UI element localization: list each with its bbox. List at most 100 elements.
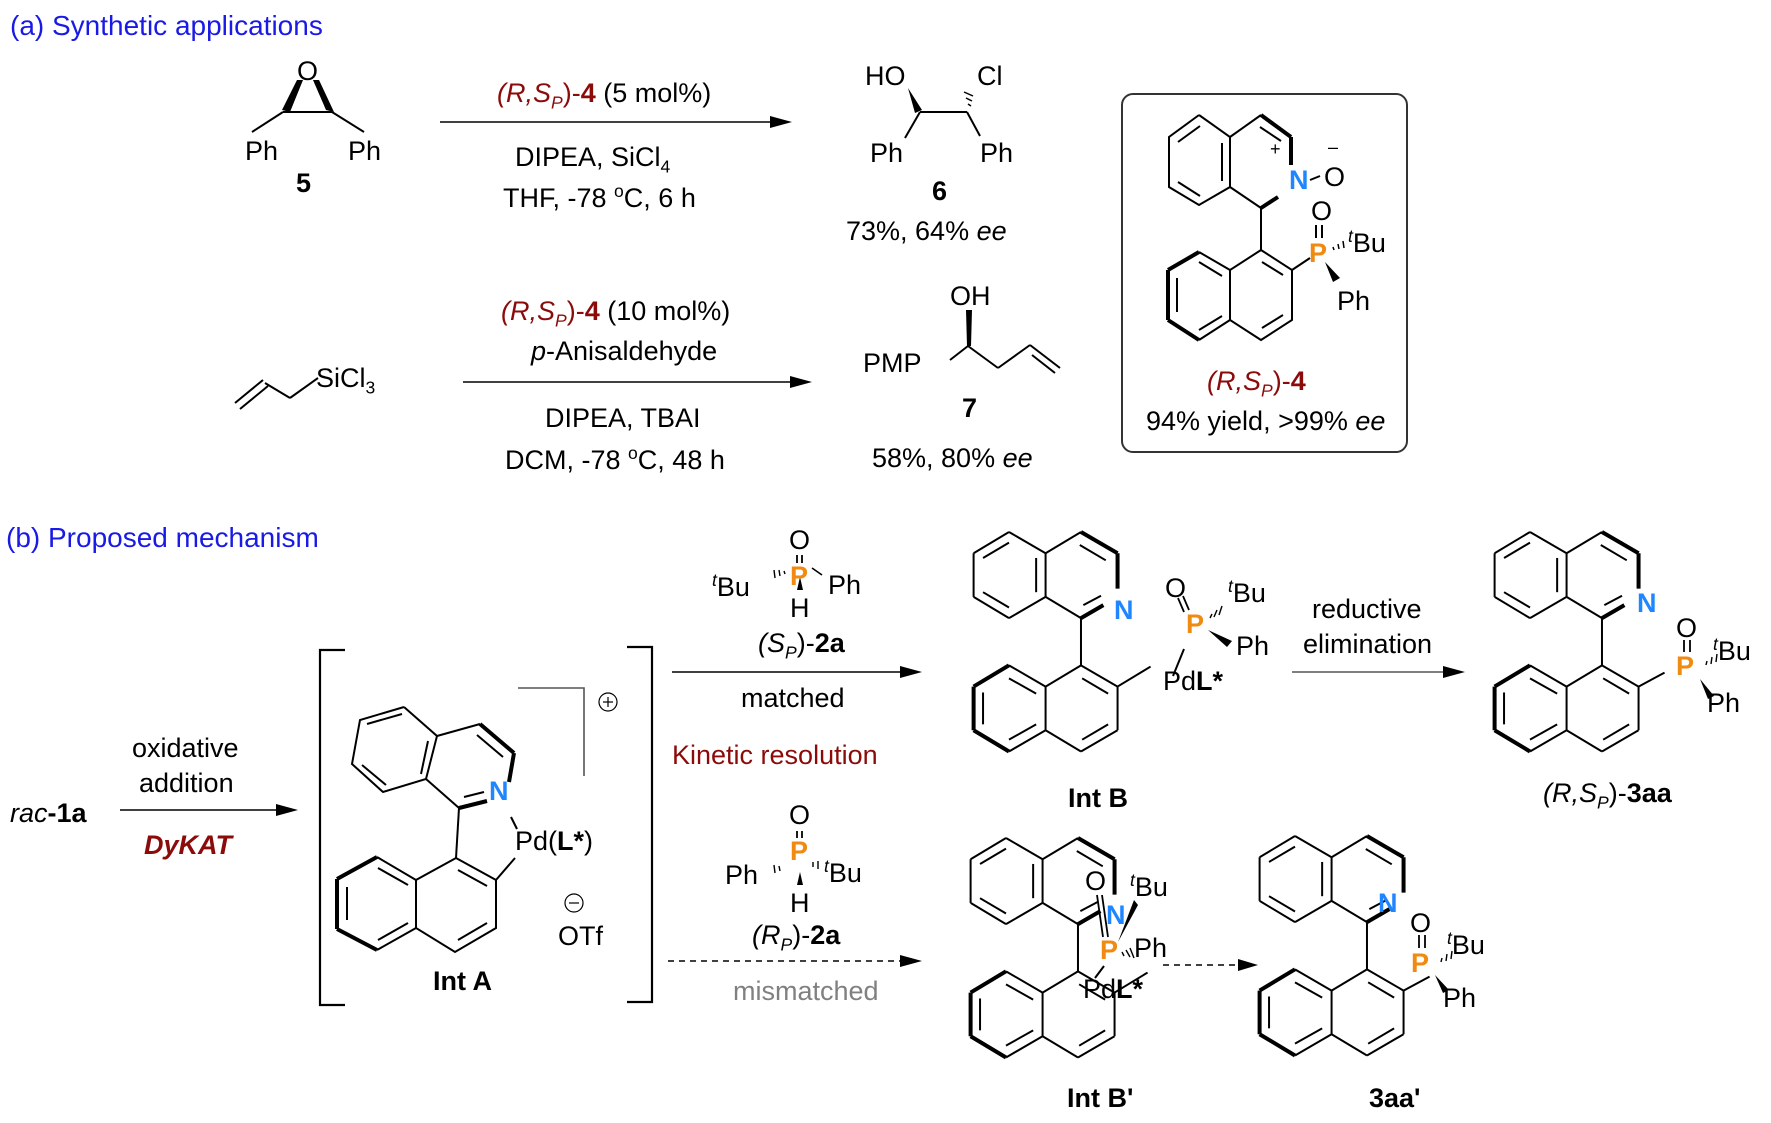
name-suffix: )- (1272, 366, 1291, 396)
3aa-prime-wedge-ph (1435, 975, 1449, 993)
int-b-prime-wedge-tbu (1118, 900, 1138, 942)
reaction1-catalyst: (R,SP)-4 (5 mol%) (497, 80, 711, 112)
product-7-bond (967, 345, 999, 369)
name-sub: P (785, 642, 797, 663)
int-b-bond (1081, 723, 1109, 741)
reagent-name: -Anisaldehyde (546, 336, 718, 366)
int-b-prime-nitrogen: N (1106, 900, 1126, 930)
3aa-prime-bond (1366, 968, 1405, 992)
int-b-prime-bond (1005, 1035, 1044, 1059)
product-7-yield: 58%, 80% ee (872, 445, 1033, 472)
int-b-bond (1045, 596, 1082, 619)
3aa-bond (1600, 530, 1640, 555)
int-b-prime-hash (1121, 951, 1125, 957)
catalyst-sub: P (551, 92, 563, 113)
int-a-label: Int A (433, 966, 492, 996)
product-6-bond (966, 111, 981, 137)
name-suffix: )- (792, 920, 811, 950)
int-b-prime-phosphorus: P (1100, 935, 1119, 965)
2a-matched-h: H (790, 593, 810, 623)
3aa-prime-bond (1258, 967, 1297, 993)
section-b-title: (b) Proposed mechanism (6, 522, 319, 553)
int-b-bond (1045, 664, 1082, 688)
tbu-text: Bu (828, 858, 862, 888)
int-b-bond (1082, 594, 1102, 607)
catalyst-num: 4 (580, 78, 596, 108)
int-b-p-pd-bond (1172, 648, 1185, 677)
allyl-bond (264, 382, 291, 399)
silane-sub: 3 (365, 377, 376, 398)
degree-sup: o (628, 443, 638, 463)
int-b-bond (972, 663, 1011, 689)
ee-text: ee (1002, 443, 1033, 473)
product-6-bond (904, 111, 921, 139)
3aa-prime-bond (1294, 1033, 1333, 1057)
int-b-prime-bond (969, 1034, 1008, 1060)
int-b-prime-bond (1005, 837, 1044, 861)
conditions-text-end: C, 48 h (637, 445, 725, 475)
3aa-prime-bond (1331, 1033, 1368, 1057)
compound-label-7: 7 (962, 393, 978, 423)
int-b-prime-bond (1042, 902, 1079, 925)
catalyst-loading: (5 mol%) (595, 78, 712, 108)
tbu-t: t (1348, 226, 1353, 246)
ligand-text: L* (1116, 974, 1144, 1004)
int-b-prime-bond (969, 969, 1008, 995)
tbu-t: t (1130, 870, 1135, 890)
int-b-prime-oxygen: O (1085, 866, 1107, 896)
3aa-hash (1715, 653, 1718, 663)
3aa-hash (1710, 656, 1713, 665)
catalyst-4-nitrogen: N (1289, 165, 1309, 195)
reaction2-conditions-line2: DCM, -78 oC, 48 h (505, 443, 725, 475)
3aa-bond (1503, 541, 1531, 559)
epoxide-wedge-left (282, 80, 303, 112)
int-b-hash (1213, 609, 1218, 618)
3aa-prime-bond (1366, 1033, 1405, 1057)
product-7-bond (1031, 354, 1056, 374)
product-7-wedge (966, 310, 972, 346)
3aa-prime-hash (1440, 957, 1443, 963)
int-b-prime-pd: PdL* (1083, 976, 1143, 1003)
int-b-prime-bond (979, 897, 1007, 915)
pd-text: Pd (1083, 974, 1117, 1004)
3aa-phosphorus: P (1676, 651, 1695, 681)
pd-text: Pd( (515, 826, 558, 856)
int-b-prime-po-bond (1101, 894, 1109, 938)
int-b-bond (1079, 530, 1119, 555)
3aa-tbu: tBu (1713, 635, 1751, 665)
product-6-hash (963, 91, 974, 107)
catalyst-4-name: (R,SP)-4 (1207, 368, 1306, 400)
int-b-bond (973, 531, 1010, 555)
step-reductive: reductive (1312, 594, 1422, 624)
epoxide-bond (251, 111, 284, 133)
int-b-nitrogen: N (1114, 595, 1134, 625)
conditions-sub: 4 (660, 156, 671, 177)
3aa-prime-bond (1331, 835, 1368, 859)
3aa-prime-bond (1294, 835, 1333, 859)
reaction2-catalyst: (R,SP)-4 (10 mol%) (501, 298, 730, 330)
3aa-prime-hash (1450, 950, 1453, 960)
3aa-bond (1602, 677, 1630, 695)
compound-label-5: 5 (296, 168, 312, 198)
int-b-prime-c-pd-bond (1114, 971, 1149, 994)
tbu-text: Bu (1134, 872, 1168, 902)
int-b-label: Int B (1068, 783, 1128, 813)
int-b-bond (1079, 544, 1107, 562)
step-oxidative: oxidative (132, 733, 239, 763)
name-prefix: (R,S (1207, 366, 1261, 396)
3aa-prime-c-p-bond (1403, 975, 1431, 992)
substrate-5-oxygen: O (297, 56, 319, 86)
int-b-bond (973, 596, 1010, 619)
name-prefix: (R (752, 920, 781, 950)
name-sub: P (780, 934, 793, 955)
tbu-t: t (1228, 576, 1233, 596)
2a-mismatched-ph: Ph (725, 860, 759, 890)
3aa-prime-bond (1294, 968, 1333, 992)
catalyst-prefix: (R,S (501, 296, 555, 326)
2a-mismatched-tbu: tBu (824, 857, 862, 888)
int-b-bond (1008, 677, 1037, 695)
int-b-prime-bond (1079, 900, 1099, 913)
int-b-bond (1008, 729, 1047, 753)
int-b-prime-hash (1129, 947, 1135, 959)
